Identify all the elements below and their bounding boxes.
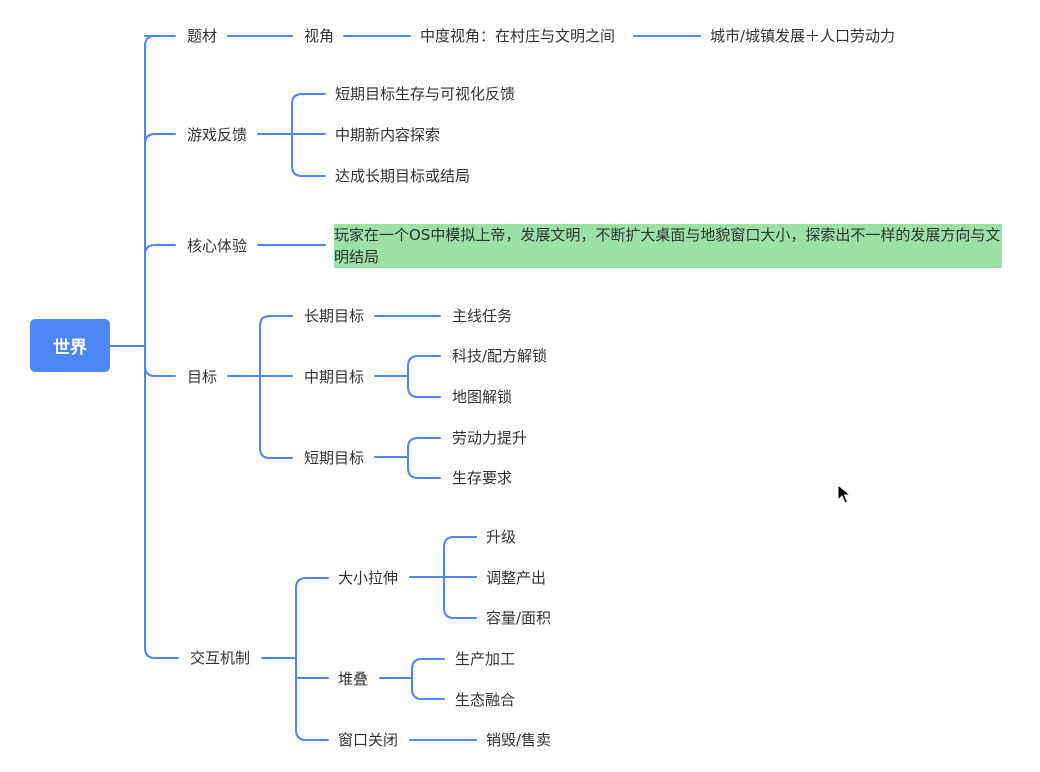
interaction-item[interactable]: 生态融合	[455, 691, 516, 709]
goal-item[interactable]: 生存要求	[452, 469, 513, 487]
connector-interaction-bracket	[261, 577, 329, 741]
connector-core	[144, 244, 176, 256]
interaction-window-close[interactable]: 窗口关闭	[338, 731, 399, 749]
connector-goals	[144, 365, 176, 377]
interaction-item[interactable]: 容量/面积	[486, 609, 552, 627]
branch-feedback[interactable]: 游戏反馈	[187, 126, 248, 144]
connector-feedback	[144, 133, 176, 145]
goal-short-term[interactable]: 短期目标	[304, 449, 365, 467]
goal-long-term[interactable]: 长期目标	[304, 307, 365, 325]
goal-item[interactable]: 劳动力提升	[452, 429, 528, 447]
connector-stack	[379, 658, 445, 700]
interaction-resize[interactable]: 大小拉伸	[338, 569, 399, 587]
goal-item[interactable]: 主线任务	[452, 307, 513, 325]
interaction-stack[interactable]: 堆叠	[338, 670, 369, 688]
connector-goals-bracket	[227, 315, 293, 459]
mouse-pointer-icon	[837, 484, 851, 504]
connector-trunk	[144, 35, 156, 659]
connector-goals-short	[374, 437, 441, 479]
interaction-item[interactable]: 销毁/售卖	[486, 731, 552, 749]
branch-goals[interactable]: 目标	[187, 368, 218, 386]
theme-city-development[interactable]: 城市/城镇发展＋人口劳动力	[710, 27, 896, 45]
goal-item[interactable]: 科技/配方解锁	[452, 347, 548, 365]
feedback-item[interactable]: 达成长期目标或结局	[335, 167, 471, 185]
feedback-item[interactable]: 中期新内容探索	[335, 126, 441, 144]
connector-resize	[409, 536, 477, 619]
interaction-item[interactable]: 调整产出	[486, 569, 547, 587]
feedback-item[interactable]: 短期目标生存与可视化反馈	[335, 85, 516, 103]
goal-item[interactable]: 地图解锁	[452, 388, 513, 406]
interaction-item[interactable]: 生产加工	[455, 650, 516, 668]
core-experience-text[interactable]: 玩家在一个OS中模拟上帝，发展文明，不断扩大桌面与地貌窗口大小，探索出不一样的发…	[334, 224, 1002, 268]
theme-mid-perspective[interactable]: 中度视角：在村庄与文明之间	[420, 27, 616, 45]
interaction-item[interactable]: 升级	[486, 528, 517, 546]
goal-mid-term[interactable]: 中期目标	[304, 368, 365, 386]
connector-goals-mid	[374, 355, 441, 398]
root-node[interactable]: 世界	[30, 319, 110, 372]
branch-core-experience[interactable]: 核心体验	[187, 237, 248, 255]
theme-perspective[interactable]: 视角	[304, 27, 335, 45]
branch-interaction[interactable]: 交互机制	[190, 649, 251, 667]
connector-feedback-bracket	[257, 93, 326, 177]
branch-theme[interactable]: 题材	[187, 27, 218, 45]
